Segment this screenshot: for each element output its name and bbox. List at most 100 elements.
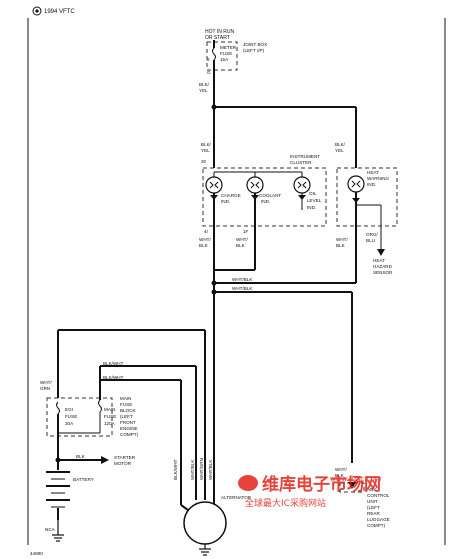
coolant-ind-line1: COOLANT: [259, 193, 281, 198]
watermark-url: www.dzsc.com: [330, 475, 382, 483]
heat-wire-in-line2: YEL: [335, 148, 344, 153]
starter-arrow-icon: [101, 456, 109, 464]
starter-line1: STARTER: [114, 455, 136, 460]
switch-label-line1: HOT IN RUN: [205, 29, 234, 35]
alt-wire-2: WHT/BLK: [190, 459, 195, 480]
heat-title-line1: HEAT: [367, 170, 379, 175]
starter-wire-label: BLK: [76, 454, 86, 459]
abs-line1: ABS: [367, 487, 376, 492]
heat-sensor-line2: HAZARD: [373, 264, 393, 269]
alt-wire-4: WHT/BLK: [208, 459, 213, 480]
watermark-line2: 全球最大IC采购网站: [245, 497, 326, 509]
heat-title-line2: WARNING: [367, 176, 389, 181]
meter-fuse-pin-top: 2: [207, 57, 210, 62]
main-line3: 120A: [104, 421, 116, 426]
abs-wire-line1: WHT/: [335, 467, 347, 472]
oil-filament: [297, 181, 307, 189]
cluster-title-line1: INSTRUMENT: [290, 154, 320, 159]
fuse-block-desc-7: COMPT): [120, 432, 139, 437]
heat-indicator-bulb-icon: [347, 175, 365, 193]
cluster-wire-b-line2: BLK: [236, 243, 246, 248]
battery-ground-label: NCA: [45, 527, 56, 532]
wire-top-line1: BLK/: [199, 82, 210, 87]
oil-ind-line2: LEVEL: [307, 198, 322, 203]
heat-sensor-line3: SENSOR: [373, 270, 393, 275]
abs-line2: CONTROL: [367, 493, 390, 498]
battery-label: BATTERY: [73, 477, 94, 482]
splice-label1: WHT/BLK: [232, 277, 253, 282]
abs-line4: (LEFT: [367, 505, 380, 510]
charge-filament: [209, 181, 219, 189]
header-badge: [32, 6, 42, 16]
cluster-outline: [202, 167, 327, 227]
abs-connector-outline: [339, 482, 365, 493]
alternator-ground-icon: [199, 544, 211, 556]
abs-line5: REAR: [367, 511, 380, 516]
heat-title-line3: IND.: [367, 182, 376, 187]
main-line2: FUSE: [104, 414, 116, 419]
switch-label-line2: OR START: [205, 35, 230, 41]
fuse-block-outline: [46, 397, 113, 437]
egi-fuse-symbol: [56, 401, 60, 415]
joint-box-line1: JOINT BOX: [243, 42, 267, 47]
coolant-filament: [250, 181, 260, 189]
coolant-indicator-bulb-icon: [246, 176, 264, 194]
joint-box-line2: (LEFT I/P): [243, 48, 265, 53]
cluster-pin-b: 1F: [243, 229, 249, 234]
fuse-block-desc-2: FUSE: [120, 402, 132, 407]
abs-line7: COMPT): [367, 523, 386, 528]
wire-top-line2: YEL: [199, 88, 208, 93]
starter-line2: MOTOR: [114, 461, 132, 466]
heat-wire-out-b-line1: ORG/: [366, 232, 378, 237]
meter-fuse-symbol: [212, 47, 216, 61]
main-fuse-symbol: [98, 399, 102, 413]
meter-fuse-line3: 15A: [220, 57, 229, 62]
header-label: 1994 VFTC: [44, 9, 75, 15]
meter-fuse-pin-bottom: G: [207, 70, 211, 75]
abs-arrow-icon: [348, 482, 356, 489]
meter-fuse-line2: FUSE: [220, 51, 232, 56]
abs-line6: LUGGAGE: [367, 517, 390, 522]
joint-box-outline: [206, 41, 238, 71]
cluster-wire-a-line1: WHT/: [199, 237, 211, 242]
watermark-logo-icon: [238, 475, 258, 491]
charge-ind-line1: CHARGE: [221, 193, 241, 198]
egi-line1: EGI: [65, 407, 73, 412]
watermark: 维库电子市场网 全球最大IC采购网站 www.dzsc.com: [238, 474, 382, 509]
figure-id: 44890: [30, 551, 43, 556]
heat-sensor-arrow-icon: [377, 249, 385, 256]
abs-wire-line2: BLK: [335, 473, 345, 478]
cluster-pin-in: 20: [201, 159, 207, 164]
battery-icon: [46, 471, 70, 508]
alternator-label: ALTERNATOR: [221, 495, 252, 500]
alt-wire-3: WHT/GRN: [199, 458, 204, 480]
cluster-wire-in-line1: BLK/: [201, 142, 212, 147]
egi-line3: 30A: [65, 421, 74, 426]
heat-wire-out-a-line2: BLK: [336, 243, 346, 248]
heat-indicator-outline: [336, 167, 398, 227]
splice-label2: WHT/BLK: [232, 286, 253, 291]
heat-sensor-line1: HEAT: [373, 258, 385, 263]
heat-wire-out-a-line1: WHT/: [336, 237, 348, 242]
cluster-pin-a: 4I: [204, 229, 208, 234]
heat-filament: [351, 180, 361, 188]
fuse-block-desc-4: (LEFT: [120, 414, 133, 419]
alternator-icon: [183, 501, 227, 545]
fuse-wire-b-label: BLK/WHT: [103, 375, 124, 380]
oil-ind-line3: IND.: [307, 205, 316, 210]
fuse-block-desc-5: FRONT: [120, 420, 136, 425]
fuse-block-desc-3: BLOCK: [120, 408, 137, 413]
coolant-ind-line2: IND.: [261, 199, 270, 204]
egi-line2: FUSE: [65, 414, 77, 419]
fuse-wire-top-line1: WHT/: [40, 380, 52, 385]
oil-ind-line1: OIL: [309, 191, 317, 196]
oil-indicator-bulb-icon: [293, 176, 311, 194]
charge-indicator-bulb-icon: [205, 176, 223, 194]
meter-fuse-line1: METER: [220, 45, 237, 50]
alt-wire-1: BLK/WHT: [173, 459, 178, 480]
cluster-wire-in-line2: YEL: [201, 148, 210, 153]
heat-wire-out-b-line2: BLU: [366, 238, 375, 243]
alt-term-1: [180, 504, 189, 511]
cluster-title-line2: CLUSTER: [290, 160, 312, 165]
